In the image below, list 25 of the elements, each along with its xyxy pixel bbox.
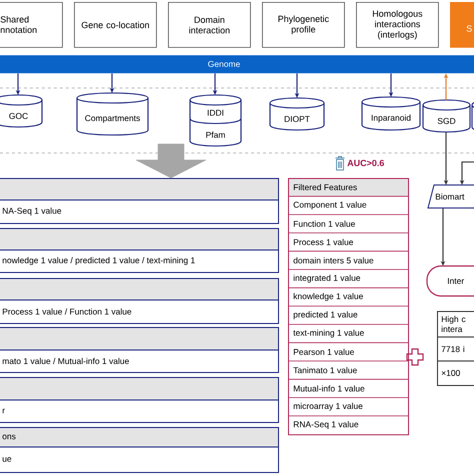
rounded-box: Inter <box>426 265 474 297</box>
threshold-label: AUC>0.6 <box>347 160 384 166</box>
database-cylinder: SGD <box>422 99 471 133</box>
feature-group-table: r <box>0 377 279 423</box>
feature-group-table: NA-Seq 1 value <box>0 178 279 224</box>
database-cylinder: IDDI Pfam <box>189 94 242 147</box>
method-box: Homologous interactions (interlogs) <box>356 2 439 48</box>
database-cylinder: GOC <box>0 94 43 128</box>
feature-group-table: nowledge 1 value / predicted 1 value / text-mining 1 <box>0 228 279 273</box>
method-box: Shared nnotation <box>0 2 63 48</box>
feature-group-table: Process 1 value / Function 1 value <box>0 278 279 324</box>
block-arrow <box>136 144 206 178</box>
database-cylinder: Compartments <box>76 92 149 136</box>
feature-group-table: mato 1 value / Mutual-info 1 value <box>0 327 279 373</box>
method-box: Domain interaction <box>168 2 251 48</box>
method-box: Gene co-location <box>74 2 157 48</box>
database-cylinder <box>471 99 474 133</box>
feature-group-table: ons ue <box>0 427 279 473</box>
result-table: High c intera 7718 i ×100 <box>436 311 474 386</box>
database-cylinder: DIOPT <box>269 97 325 131</box>
method-box: S <box>450 2 474 48</box>
genome-bar: Genome <box>0 55 474 74</box>
feature-table: Filtered Features Component 1 value Function 1 value Process 1 value domain inters 5 value integrated 1 value knowledge 1 value predicted 1 value text-mining 1 value Pearson 1 value Tanimato 1 value Mutual-info 1 value microarray 1 value RNA-Seq 1 value <box>288 178 409 436</box>
method-box: Phylogenetic profile <box>262 2 345 48</box>
database-cylinder: Inparanoid <box>361 96 421 131</box>
